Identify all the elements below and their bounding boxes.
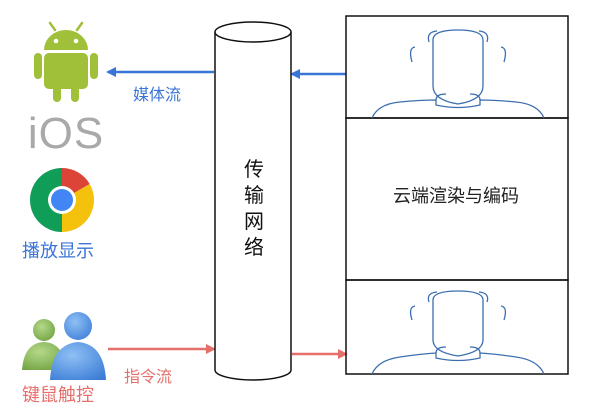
cloud-frame-top — [345, 15, 569, 119]
chrome-logo-icon — [30, 168, 94, 232]
network-label-char: 传 — [244, 157, 264, 181]
network-label-char: 络 — [244, 235, 264, 259]
media-stream-label: 媒体流 — [133, 85, 182, 104]
command-stream-label: 指令流 — [124, 367, 173, 386]
network-label-char: 网 — [244, 209, 264, 233]
person-outline-icon — [371, 290, 545, 375]
cloud-render-label: 云端渲染与编码 — [393, 186, 519, 207]
android-robot-icon — [34, 21, 98, 102]
person-outline-icon — [371, 29, 545, 119]
ios-text-logo: iOS — [27, 109, 105, 158]
cloud-frame-bottom — [345, 279, 569, 375]
transmission-network-cylinder — [214, 21, 292, 381]
playback-display-label: 播放显示 — [22, 241, 94, 262]
input-control-label: 键鼠触控 — [22, 385, 94, 406]
network-label-char: 输 — [244, 183, 264, 207]
users-group-icon — [22, 312, 106, 380]
